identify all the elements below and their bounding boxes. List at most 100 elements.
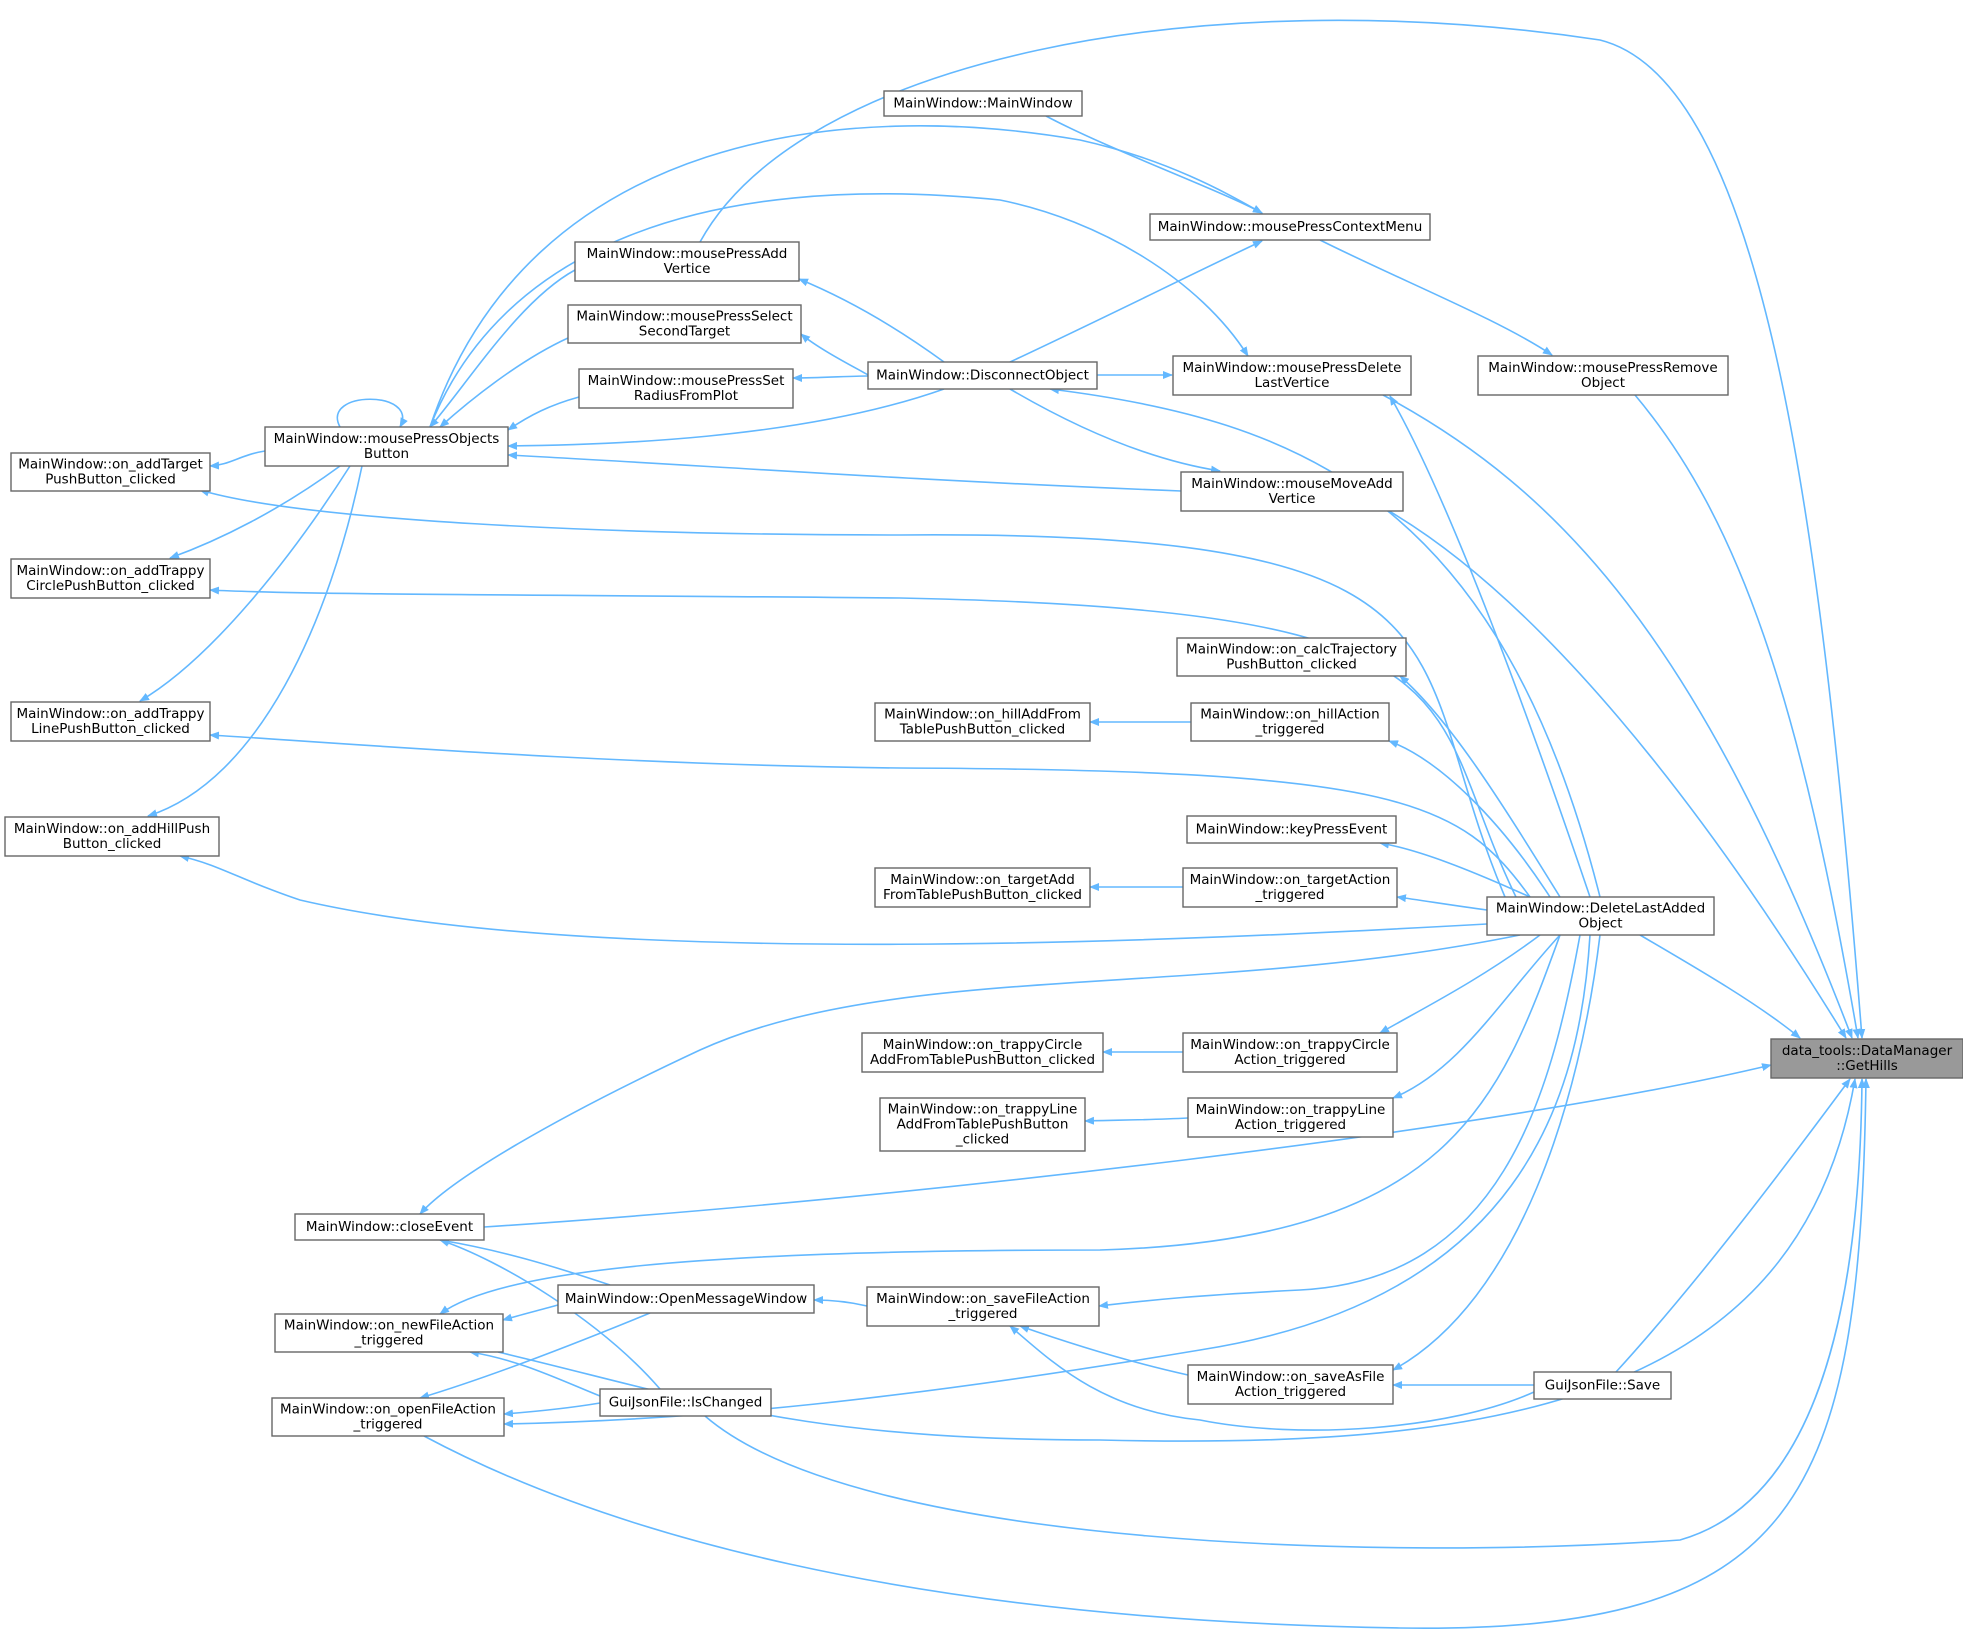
node-box bbox=[1172, 355, 1412, 396]
edge-deleteLastAdded-to-saveFileAction bbox=[1098, 934, 1581, 1309]
node-box bbox=[1176, 637, 1407, 677]
node-label-line: MainWindow::on_saveAsFile bbox=[1197, 1369, 1385, 1385]
node-newFileAction[interactable]: MainWindow::on_newFileAction_triggered bbox=[274, 1313, 504, 1353]
node-label-line: MainWindow::on_addTrappy bbox=[16, 563, 204, 579]
node-label-line: MainWindow::on_hillAddFrom bbox=[884, 707, 1081, 723]
node-closeEvent[interactable]: MainWindow::closeEvent bbox=[294, 1213, 485, 1241]
edge-openFileAction-to-getHills bbox=[423, 1078, 1870, 1629]
node-targetAddFromTable[interactable]: MainWindow::on_targetAddFromTablePushBut… bbox=[874, 867, 1091, 908]
edge-disconnect-to-pressObjects bbox=[507, 388, 945, 450]
edge-deleteLastAdded-to-pressDeleteLast bbox=[1389, 395, 1591, 898]
edge-deleteLastAdded-to-hillAction bbox=[1388, 740, 1551, 898]
edge-disconnect-to-moveAddVertice bbox=[1009, 388, 1221, 474]
node-targetAction[interactable]: MainWindow::on_targetAction_triggered bbox=[1182, 867, 1398, 908]
edge-disconnect-to-pressSetRadius bbox=[792, 373, 869, 382]
node-label-line: MainWindow::DeleteLastAdded bbox=[1496, 901, 1705, 917]
edge-moveAddVertice-to-getHills bbox=[1388, 510, 1847, 1039]
edge-pressAddVertice-to-pressObjects bbox=[429, 269, 576, 428]
node-box bbox=[599, 1388, 772, 1417]
edge-pressRemove-to-getHills bbox=[1634, 394, 1861, 1039]
edge-trappyLineAction-to-trappyLineAdd bbox=[1084, 1116, 1189, 1125]
node-box bbox=[10, 452, 211, 492]
edge-deleteLastAdded-to-newFileAction bbox=[439, 934, 1561, 1315]
node-trappyCircleAction[interactable]: MainWindow::on_trappyCircleAction_trigge… bbox=[1182, 1032, 1398, 1073]
node-box bbox=[1149, 213, 1431, 241]
node-box bbox=[861, 1032, 1104, 1073]
node-hillAction[interactable]: MainWindow::on_hillAction_triggered bbox=[1190, 702, 1390, 742]
node-mainWindow[interactable]: MainWindow::MainWindow bbox=[883, 90, 1083, 117]
node-box bbox=[867, 361, 1098, 390]
node-box bbox=[557, 1284, 815, 1314]
node-label-line: MainWindow::on_saveFileAction bbox=[876, 1291, 1090, 1307]
node-box bbox=[271, 1397, 505, 1437]
node-addTarget[interactable]: MainWindow::on_addTargetPushButton_click… bbox=[10, 452, 211, 492]
node-openMessage[interactable]: MainWindow::OpenMessageWindow bbox=[557, 1284, 815, 1314]
node-label-line: MainWindow::MainWindow bbox=[893, 96, 1072, 112]
node-calcTrajectory[interactable]: MainWindow::on_calcTrajectoryPushButton_… bbox=[1176, 637, 1407, 677]
edge-deleteLastAdded-to-openFileAction bbox=[503, 934, 1591, 1428]
node-label-line: MainWindow::on_addTarget bbox=[18, 457, 203, 473]
node-box bbox=[578, 368, 794, 409]
edge-saveAsFile-to-saveFileAction bbox=[1019, 1325, 1189, 1376]
node-box bbox=[10, 558, 211, 599]
node-saveFileAction[interactable]: MainWindow::on_saveFileAction_triggered bbox=[866, 1286, 1100, 1327]
node-jsonSave[interactable]: GuiJsonFile::Save bbox=[1533, 1371, 1672, 1400]
node-disconnect[interactable]: MainWindow::DisconnectObject bbox=[867, 361, 1098, 390]
node-label-line: MainWindow::mousePressSet bbox=[588, 373, 785, 389]
node-label-line: GuiJsonFile::Save bbox=[1545, 1378, 1660, 1394]
node-label-line: _clicked bbox=[955, 1132, 1009, 1148]
node-contextMenu[interactable]: MainWindow::mousePressContextMenu bbox=[1149, 213, 1431, 241]
node-isChanged[interactable]: GuiJsonFile::IsChanged bbox=[599, 1388, 772, 1417]
node-label-line: TablePushButton_clicked bbox=[899, 722, 1066, 738]
node-trappyCircleAdd[interactable]: MainWindow::on_trappyCircleAddFromTableP… bbox=[861, 1032, 1104, 1073]
node-label-line: Button_clicked bbox=[63, 836, 162, 852]
node-addTrappyCircle[interactable]: MainWindow::on_addTrappyCirclePushButton… bbox=[10, 558, 211, 599]
edge-deleteLastAdded-to-targetAction bbox=[1396, 894, 1488, 911]
node-box bbox=[1186, 815, 1397, 844]
node-hillAddFromTable[interactable]: MainWindow::on_hillAddFromTablePushButto… bbox=[874, 702, 1091, 742]
edge-pressObjects-to-addTrappyCircle bbox=[169, 465, 341, 559]
node-label-line: _triggered bbox=[354, 1333, 424, 1349]
node-box bbox=[10, 701, 211, 742]
edge-openMessage-to-closeEvent bbox=[439, 1237, 611, 1286]
node-trappyLineAdd[interactable]: MainWindow::on_trappyLineAddFromTablePus… bbox=[879, 1097, 1086, 1152]
node-label-line: AddFromTablePushButton bbox=[897, 1117, 1069, 1133]
edge-pressDeleteLast-to-getHills bbox=[1382, 394, 1853, 1039]
node-label-line: Action_triggered bbox=[1235, 1117, 1346, 1133]
node-saveAsFile[interactable]: MainWindow::on_saveAsFileAction_triggere… bbox=[1187, 1364, 1394, 1405]
node-label-line: data_tools::DataManager bbox=[1782, 1043, 1953, 1059]
edge-deleteLastAdded-to-calcTrajectory bbox=[1399, 675, 1561, 898]
node-keyPress[interactable]: MainWindow::keyPressEvent bbox=[1186, 815, 1397, 844]
node-label-line: Action_triggered bbox=[1234, 1052, 1345, 1068]
edge-contextMenu-to-pressRemove bbox=[1319, 239, 1553, 356]
node-openFileAction[interactable]: MainWindow::on_openFileAction_triggered bbox=[271, 1397, 505, 1437]
node-box bbox=[1180, 471, 1404, 512]
node-box bbox=[4, 816, 220, 857]
node-label-line: MainWindow::on_calcTrajectory bbox=[1186, 642, 1397, 658]
node-label-line: Action_triggered bbox=[1235, 1384, 1346, 1400]
edge-deleteLastAdded-to-addTrappyLine bbox=[209, 731, 1531, 898]
node-getHills[interactable]: data_tools::DataManager::GetHills bbox=[1770, 1038, 1963, 1079]
node-box bbox=[1187, 1097, 1394, 1138]
node-label-line: _triggered bbox=[1255, 887, 1325, 903]
node-box bbox=[1187, 1364, 1394, 1405]
edge-isChanged-to-closeEvent bbox=[439, 1239, 661, 1390]
edge-moveAddVertice-to-pressObjects bbox=[507, 451, 1182, 492]
node-label-line: PushButton_clicked bbox=[1226, 657, 1357, 673]
edge-pressSelectSecond-to-pressObjects bbox=[439, 337, 569, 428]
edge-disconnect-to-contextMenu bbox=[1009, 240, 1263, 363]
node-trappyLineAction[interactable]: MainWindow::on_trappyLineAction_triggere… bbox=[1187, 1097, 1394, 1138]
node-box bbox=[294, 1213, 485, 1241]
node-addTrappyLine[interactable]: MainWindow::on_addTrappyLinePushButton_c… bbox=[10, 701, 211, 742]
edge-openMessage-to-openFileAction bbox=[419, 1312, 651, 1400]
